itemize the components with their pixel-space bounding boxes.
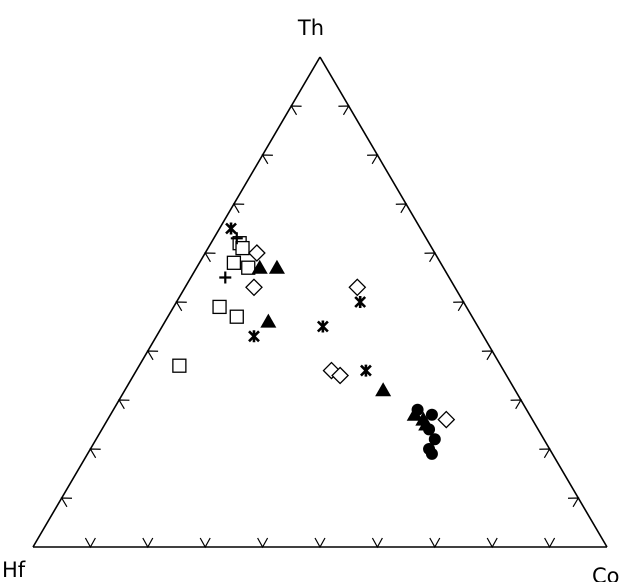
- vertex-label-left: Hf: [2, 558, 26, 582]
- point-filled-triangle-3: [260, 313, 277, 328]
- point-filled-circle-4: [428, 433, 441, 446]
- point-filled-circle-6: [425, 447, 438, 460]
- tick-left-9: [60, 497, 73, 508]
- point-plus-2: [219, 271, 232, 284]
- tick-base-7: [429, 537, 441, 549]
- point-open-diamond-1: [247, 244, 266, 262]
- tick-right-1: [567, 497, 580, 508]
- point-open-diamond-3: [348, 278, 367, 297]
- tick-right-6: [424, 252, 436, 263]
- tick-left-5: [175, 301, 187, 312]
- tick-right-7: [395, 203, 408, 214]
- vertex-label-top: Th: [297, 16, 324, 40]
- point-open-square-2: [235, 240, 250, 256]
- tick-base-9: [544, 537, 556, 549]
- tick-base-3: [199, 537, 211, 549]
- point-open-square-5: [212, 299, 227, 315]
- point-filled-triangle-1: [251, 259, 268, 274]
- point-asterisk-5: [360, 364, 372, 377]
- point-open-square-4: [241, 260, 256, 275]
- point-asterisk-2: [248, 330, 260, 343]
- tick-base-4: [257, 537, 269, 549]
- point-filled-circle-2: [425, 408, 438, 421]
- tick-base-6: [371, 537, 383, 549]
- point-open-diamond-2: [245, 278, 263, 297]
- point-filled-circle-1: [411, 403, 424, 416]
- point-asterisk-3: [316, 320, 329, 333]
- vertex-label-right: Co: [592, 564, 619, 582]
- tick-left-2: [261, 154, 273, 165]
- tick-base-2: [142, 537, 154, 549]
- tick-right-5: [453, 301, 465, 312]
- point-open-square-6: [229, 309, 244, 324]
- tick-right-4: [481, 350, 494, 361]
- point-open-diamond-6: [437, 410, 456, 429]
- tick-left-4: [204, 252, 216, 263]
- point-filled-triangle-2: [268, 259, 285, 274]
- point-asterisk-4: [354, 296, 367, 308]
- tick-left-1: [290, 105, 302, 116]
- tick-left-8: [89, 448, 101, 459]
- point-filled-triangle-4: [375, 382, 392, 397]
- point-open-square-7: [172, 358, 187, 373]
- tick-right-3: [510, 399, 522, 410]
- tick-marks: [60, 105, 580, 549]
- tick-base-5: [314, 537, 326, 549]
- point-open-square-3: [226, 255, 242, 270]
- triangle-axes: [32, 56, 608, 548]
- point-plus-1: [230, 232, 243, 245]
- tick-right-8: [367, 154, 379, 165]
- point-open-diamond-5: [331, 366, 350, 385]
- point-filled-circle-3: [423, 423, 436, 436]
- tick-right-2: [539, 448, 551, 459]
- tick-base-8: [486, 537, 498, 549]
- tick-right-9: [338, 105, 350, 116]
- data-points: [172, 222, 456, 460]
- tick-base-1: [84, 537, 96, 549]
- tick-left-7: [118, 399, 130, 410]
- tick-left-6: [146, 350, 159, 361]
- point-asterisk-1: [225, 222, 237, 235]
- tick-left-3: [232, 203, 245, 214]
